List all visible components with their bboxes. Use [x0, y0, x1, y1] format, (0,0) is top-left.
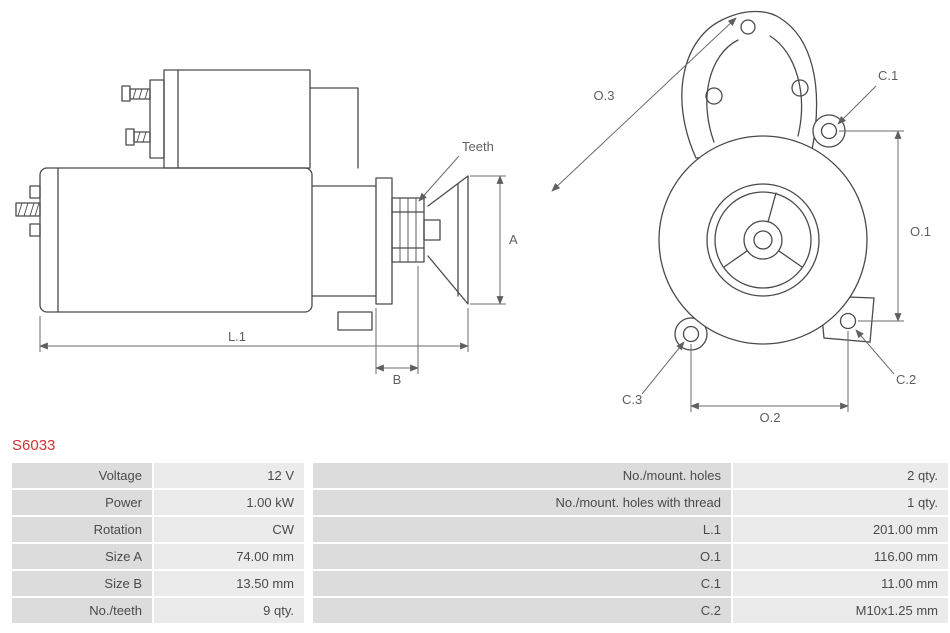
- table-row: Voltage 12 V: [12, 463, 304, 488]
- dim-label-a: A: [509, 232, 518, 247]
- table-row: No./teeth 9 qty.: [12, 598, 304, 623]
- starter-side-view: Teeth A L.1 B: [15, 69, 518, 387]
- spec-label: No./mount. holes with thread: [313, 490, 731, 515]
- spec-value: 9 qty.: [154, 598, 304, 623]
- spec-label: C.2: [313, 598, 731, 623]
- spec-label: O.1: [313, 544, 731, 569]
- dim-label-o1: O.1: [910, 224, 931, 239]
- dim-label-c3: C.3: [622, 392, 642, 407]
- spec-label: C.1: [313, 571, 731, 596]
- dim-label-teeth: Teeth: [462, 139, 494, 154]
- table-row: No./mount. holes 2 qty.: [313, 463, 948, 488]
- spec-value: 74.00 mm: [154, 544, 304, 569]
- dim-label-c2: C.2: [896, 372, 916, 387]
- table-row: L.1 201.00 mm: [313, 517, 948, 542]
- spec-label: No./mount. holes: [313, 463, 731, 488]
- table-row: Power 1.00 kW: [12, 490, 304, 515]
- spec-value: 2 qty.: [733, 463, 948, 488]
- spec-label: Rotation: [12, 517, 152, 542]
- table-row: No./mount. holes with thread 1 qty.: [313, 490, 948, 515]
- spec-value: 201.00 mm: [733, 517, 948, 542]
- spec-value: 12 V: [154, 463, 304, 488]
- dim-label-b: B: [393, 372, 402, 387]
- spec-value: 116.00 mm: [733, 544, 948, 569]
- specs-table-right: No./mount. holes 2 qty. No./mount. holes…: [311, 461, 950, 625]
- starter-front-view: O.3 C.1 O.1 C.2 C.3 O.2: [551, 10, 931, 425]
- spec-value: M10x1.25 mm: [733, 598, 948, 623]
- spec-section: S6033 Voltage 12 V Power 1.00 kW Rotatio…: [0, 437, 950, 625]
- spec-label: L.1: [313, 517, 731, 542]
- table-row: Size B 13.50 mm: [12, 571, 304, 596]
- spec-label: Size B: [12, 571, 152, 596]
- spec-value: 1.00 kW: [154, 490, 304, 515]
- spec-value: 13.50 mm: [154, 571, 304, 596]
- spec-tables: Voltage 12 V Power 1.00 kW Rotation CW S…: [10, 461, 948, 625]
- spec-label: Power: [12, 490, 152, 515]
- table-row: C.2 M10x1.25 mm: [313, 598, 948, 623]
- dim-label-l1: L.1: [228, 329, 246, 344]
- spec-label: Size A: [12, 544, 152, 569]
- table-row: Size A 74.00 mm: [12, 544, 304, 569]
- spec-value: CW: [154, 517, 304, 542]
- dim-label-c1: C.1: [878, 68, 898, 83]
- spec-value: 11.00 mm: [733, 571, 948, 596]
- spec-value: 1 qty.: [733, 490, 948, 515]
- technical-drawing: Teeth A L.1 B: [15, 10, 931, 425]
- table-row: O.1 116.00 mm: [313, 544, 948, 569]
- part-number: S6033: [12, 437, 56, 454]
- dim-label-o2: O.2: [760, 410, 781, 425]
- table-row: C.1 11.00 mm: [313, 571, 948, 596]
- spec-label: No./teeth: [12, 598, 152, 623]
- dim-label-o3: O.3: [594, 88, 615, 103]
- table-row: Rotation CW: [12, 517, 304, 542]
- spec-label: Voltage: [12, 463, 152, 488]
- specs-table-left: Voltage 12 V Power 1.00 kW Rotation CW S…: [10, 461, 306, 625]
